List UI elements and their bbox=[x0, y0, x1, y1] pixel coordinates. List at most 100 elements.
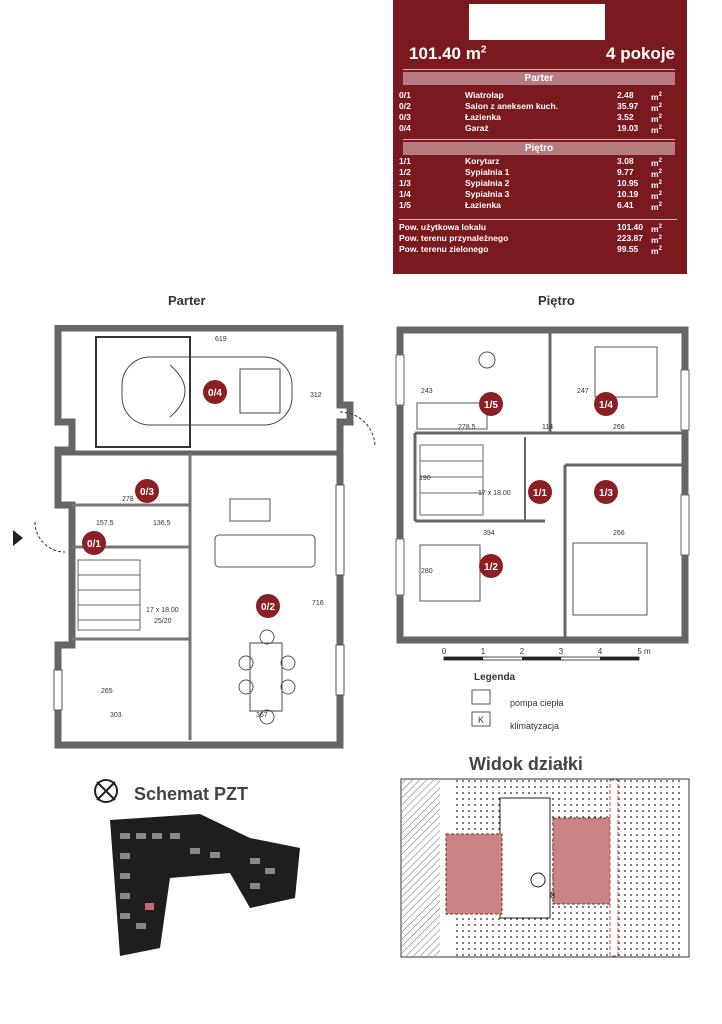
scale-tick-3: 3 bbox=[559, 647, 564, 656]
dim-136: 136.5 bbox=[153, 520, 171, 527]
room-number: 1/4 bbox=[399, 189, 411, 199]
legend-icons: K bbox=[471, 689, 491, 727]
room-badge-15 bbox=[479, 392, 503, 416]
room-area: 223.87 bbox=[617, 233, 643, 243]
scale-tick-0: 0 bbox=[442, 647, 447, 656]
area-row: 0/2 Salon z aneksem kuch. 35.97 m2 bbox=[399, 101, 677, 113]
room-unit: m2 bbox=[651, 234, 662, 245]
room-unit: m2 bbox=[651, 190, 662, 201]
room-label-15: 1/5 bbox=[484, 400, 498, 411]
room-name: Łazienka bbox=[465, 200, 501, 210]
room-number: 0/4 bbox=[399, 123, 411, 133]
room-label-01: 0/1 bbox=[87, 539, 101, 550]
room-unit: m2 bbox=[651, 201, 662, 212]
dim-716: 716 bbox=[312, 600, 324, 607]
room-number: 0/2 bbox=[399, 101, 411, 111]
dim-278: 278 bbox=[122, 496, 134, 503]
area-row: 1/5 Łazienka 6.41 m2 bbox=[399, 200, 677, 212]
section-pietro: Piętro bbox=[403, 139, 675, 155]
scale-tick-1: 1 bbox=[481, 647, 486, 656]
room-name: Sypialnia 2 bbox=[465, 178, 510, 188]
total-name: Pow. użytkowa lokalu bbox=[399, 222, 487, 232]
dim-114: 114 bbox=[542, 424, 553, 431]
room-unit: m2 bbox=[651, 91, 662, 102]
dim-stairs-2: 25/20 bbox=[154, 618, 172, 625]
room-badge-01 bbox=[82, 531, 106, 555]
room-name: Garaż bbox=[465, 123, 489, 133]
total-name: Pow. terenu zielonego bbox=[399, 244, 489, 254]
room-number: 1/2 bbox=[399, 167, 411, 177]
dim-17-18: 17 x 18.00 bbox=[478, 490, 511, 497]
plot-number: 8 bbox=[550, 890, 555, 900]
widok-title: Widok działki bbox=[469, 754, 583, 774]
room-area: 101.40 bbox=[617, 222, 643, 232]
room-badge-02 bbox=[256, 594, 280, 618]
room-unit: m2 bbox=[651, 245, 662, 256]
room-label-03: 0/3 bbox=[140, 487, 154, 498]
room-unit: m2 bbox=[651, 102, 662, 113]
room-area: 9.77 bbox=[617, 167, 634, 177]
room-area: 3.08 bbox=[617, 156, 634, 166]
room-label-11: 1/1 bbox=[533, 488, 547, 499]
room-name: Salon z aneksem kuch. bbox=[465, 101, 559, 111]
dim-394: 394 bbox=[483, 530, 495, 537]
room-area: 3.52 bbox=[617, 112, 634, 122]
dim-266-b: 266 bbox=[613, 530, 625, 537]
dim-266-a: 266 bbox=[613, 424, 625, 431]
legend-pompa: pompa ciepła bbox=[510, 698, 564, 708]
room-unit: m2 bbox=[651, 157, 662, 168]
scale-tick-2: 2 bbox=[520, 647, 525, 656]
scale-tick-4: 4 bbox=[598, 647, 603, 656]
area-row: 1/2 Sypialnia 1 9.77 m2 bbox=[399, 167, 677, 179]
dim-157: 157.5 bbox=[96, 520, 114, 527]
area-row: 0/1 Wiatrołap 2.48 m2 bbox=[399, 90, 677, 102]
room-badge-14 bbox=[594, 392, 618, 416]
room-badge-04 bbox=[203, 380, 227, 404]
room-unit: m2 bbox=[651, 168, 662, 179]
room-unit: m2 bbox=[651, 124, 662, 135]
dim-619: 619 bbox=[215, 336, 227, 343]
room-number: 0/1 bbox=[399, 90, 411, 100]
total-name: Pow. terenu przynależnego bbox=[399, 233, 509, 243]
room-badge-11 bbox=[528, 480, 552, 504]
room-badge-03 bbox=[135, 479, 159, 503]
room-label-04: 0/4 bbox=[208, 388, 222, 399]
room-area: 19.03 bbox=[617, 123, 639, 133]
plan-title-pietro: Piętro bbox=[538, 293, 575, 308]
dim-190: 190 bbox=[419, 475, 431, 482]
room-label-14: 1/4 bbox=[599, 400, 613, 411]
room-name: Wiatrołap bbox=[465, 90, 504, 100]
dim-367: 367 bbox=[256, 712, 268, 719]
scale-bar: 0 1 2 3 4 5 m bbox=[442, 647, 651, 661]
dim-243: 243 bbox=[421, 388, 433, 395]
room-unit: m2 bbox=[651, 179, 662, 190]
room-label-12: 1/2 bbox=[484, 562, 498, 573]
legend-title: Legenda bbox=[474, 672, 516, 683]
plan-title-parter: Parter bbox=[168, 293, 206, 308]
room-area: 6.41 bbox=[617, 200, 634, 210]
dim-303: 303 bbox=[110, 712, 122, 719]
pzt-title: Schemat PZT bbox=[134, 784, 249, 804]
room-area: 35.97 bbox=[617, 101, 639, 111]
plot-view-map: 8 bbox=[400, 778, 690, 958]
room-badge-12 bbox=[479, 554, 503, 578]
room-name: Sypialnia 1 bbox=[465, 167, 510, 177]
legend-klima: klimatyzacja bbox=[510, 721, 560, 731]
room-label-02: 0/2 bbox=[261, 602, 275, 613]
room-area: 2.48 bbox=[617, 90, 634, 100]
room-number: 1/5 bbox=[399, 200, 411, 210]
dim-278-5: 278.5 bbox=[458, 424, 476, 431]
area-row: Pow. terenu przynależnego 223.87 m2 bbox=[399, 233, 677, 245]
compass-icon bbox=[94, 779, 118, 803]
parter-floor-plan: 0/4 0/3 0/1 0/2 619 312 278 157.5 136.5 … bbox=[13, 325, 376, 749]
dim-265: 265 bbox=[101, 688, 113, 695]
dim-stairs: 17 x 18.00 bbox=[146, 607, 179, 614]
dim-312: 312 bbox=[310, 392, 322, 399]
scale-tick-5: 5 m bbox=[637, 647, 651, 656]
